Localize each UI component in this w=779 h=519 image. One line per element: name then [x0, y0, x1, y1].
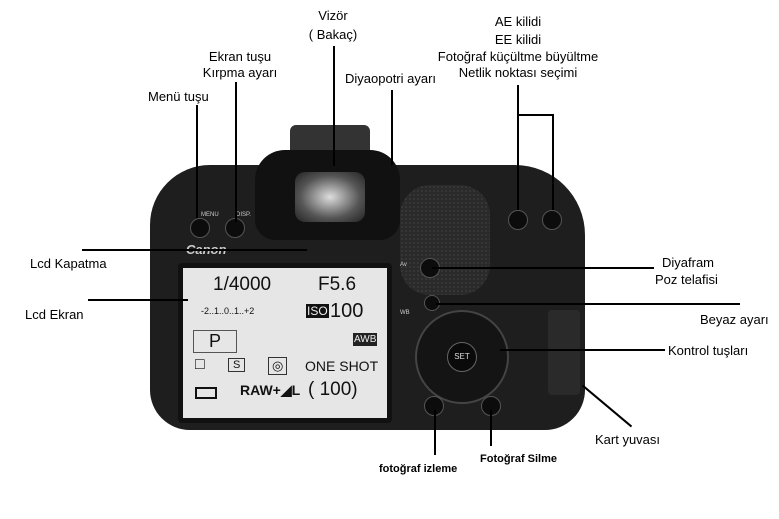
label-foto-silme: Fotoğraf Silme: [480, 453, 558, 465]
leader-line: [581, 384, 633, 428]
leader-line: [391, 90, 393, 165]
iso-badge: ISO: [306, 304, 329, 318]
leader-line: [552, 114, 554, 210]
leader-line: [235, 82, 237, 222]
label-poz-telafisi: Poz telafisi: [655, 272, 718, 287]
exposure-scale: -2..1..0..1..+2: [201, 306, 255, 316]
battery-icon: [195, 387, 217, 399]
label-foto-izleme: fotoğraf izleme: [379, 463, 458, 475]
label-ekran-tusu: Ekran tuşu: [208, 49, 272, 64]
leader-line: [490, 410, 492, 446]
label-lcd-kapatma: Lcd Kapatma: [30, 256, 107, 271]
label-diyaopotri: Diyaopotri ayarı: [345, 71, 437, 86]
label-beyaz-ayari: Beyaz ayarı: [700, 312, 769, 327]
viewfinder-eyepiece: [295, 172, 365, 222]
leader-line: [500, 349, 665, 351]
label-ae-kilidi: AE kilidi: [494, 14, 542, 29]
grip: [400, 185, 490, 295]
label-kirpma: Kırpma ayarı: [202, 65, 278, 80]
label-bakac: ( Bakaç): [308, 27, 358, 42]
leader-line: [517, 85, 519, 210]
menu-text: MENU: [201, 212, 219, 218]
quality: RAW+◢L: [240, 382, 301, 398]
ae-lock-button[interactable]: [508, 210, 528, 230]
af-point-button[interactable]: [542, 210, 562, 230]
label-diyafram: Diyafram: [662, 255, 715, 270]
drive-mode: □: [195, 356, 205, 373]
leader-line: [196, 105, 198, 218]
label-lcd-ekran: Lcd Ekran: [25, 307, 84, 322]
set-button[interactable]: SET: [447, 342, 477, 372]
wb-text: WB: [400, 310, 410, 316]
disp-text: DISP.: [236, 212, 251, 218]
label-kart-yuvasi: Kart yuvası: [595, 432, 661, 447]
menu-button[interactable]: [190, 218, 210, 238]
mode: P: [193, 330, 237, 353]
label-menu-tusu: Menü tuşu: [148, 89, 209, 104]
shots-remaining: ( 100): [308, 379, 358, 400]
label-foto-kucultme: Fotoğraf küçültme büyültme: [437, 49, 599, 64]
label-ee-kilidi: EE kilidi: [494, 32, 542, 47]
metering: ◎: [268, 357, 288, 375]
aperture: F5.6: [318, 274, 357, 295]
label-kontrol-tuslari: Kontrol tuşları: [668, 343, 749, 358]
wb-indicator: AWB: [353, 333, 378, 346]
leader-line: [432, 267, 654, 269]
leader-line: [333, 46, 335, 166]
label-netlik: Netlik noktası seçimi: [458, 65, 578, 80]
iso-value: 100: [330, 300, 364, 322]
card-slot-cover[interactable]: [548, 310, 580, 395]
af-mode: ONE SHOT: [305, 358, 379, 374]
label-vizor: Vizör: [318, 8, 348, 23]
leader-line: [82, 249, 307, 251]
lcd-screen: 1/4000 F5.6 -2..1..0..1..+2 ISO 100 P AW…: [183, 268, 387, 418]
picture-style: S: [228, 358, 246, 372]
leader-line: [434, 410, 436, 455]
leader-line: [517, 114, 554, 116]
shutter-speed: 1/4000: [213, 274, 272, 295]
leader-line: [436, 303, 740, 305]
leader-line: [88, 299, 188, 301]
av-text: Av: [400, 262, 407, 268]
